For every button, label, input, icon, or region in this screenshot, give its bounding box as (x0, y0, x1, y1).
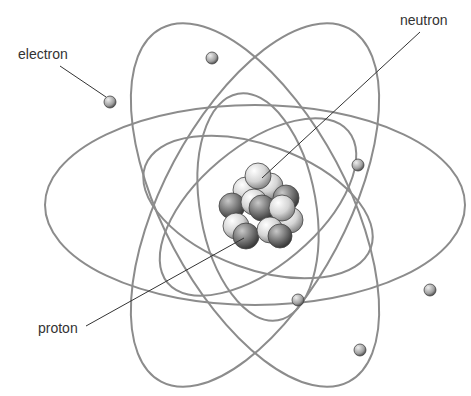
electron-sphere (424, 284, 436, 296)
electron-sphere (206, 52, 218, 64)
electron-sphere (292, 294, 304, 306)
electrons (104, 52, 436, 356)
neutron-sphere (245, 163, 271, 189)
part-label: electron (16, 46, 70, 62)
leader-line (262, 32, 420, 178)
orbit (181, 84, 335, 331)
orbit (80, 0, 430, 396)
orbit (45, 105, 465, 305)
electron-sphere (354, 344, 366, 356)
nucleus (219, 163, 303, 249)
leader-lines (60, 32, 420, 326)
proton-sphere (233, 223, 259, 249)
orbit (80, 0, 430, 396)
electron-sphere (352, 159, 364, 171)
orbit (129, 85, 387, 329)
proton-sphere (268, 224, 292, 248)
leader-line (86, 238, 244, 326)
electron-sphere (104, 96, 116, 108)
part-label: neutron (398, 12, 449, 28)
orbits (45, 0, 465, 396)
part-label: proton (36, 320, 80, 336)
leader-line (60, 66, 106, 97)
